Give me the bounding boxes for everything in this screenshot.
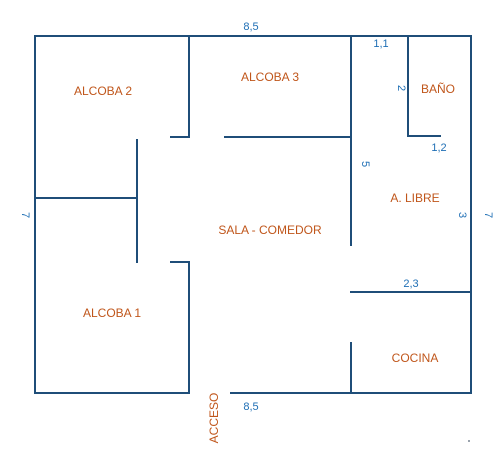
dimension-partition-height: 5 bbox=[359, 161, 371, 167]
dimension-cocina-width: 2,3 bbox=[403, 278, 418, 290]
corner-dot bbox=[468, 440, 470, 442]
label-area-libre: A. LIBRE bbox=[390, 191, 439, 205]
label-alcoba-2: ALCOBA 2 bbox=[74, 84, 132, 98]
label-cocina: COCINA bbox=[392, 351, 439, 365]
walls bbox=[34, 35, 472, 394]
entrance-label: ACCESO bbox=[207, 393, 221, 444]
dimension-bano-width: 1,1 bbox=[373, 38, 388, 50]
room-labels: ALCOBA 2 ALCOBA 3 BAÑO A. LIBRE SALA - C… bbox=[74, 70, 455, 365]
dimension-labels: 8,5 8,5 7 7 1,1 2 1,2 5 3 2,3 bbox=[19, 21, 494, 413]
dimension-bottom-width: 8,5 bbox=[243, 401, 258, 413]
label-sala-comedor: SALA - COMEDOR bbox=[218, 223, 322, 237]
dimension-libre-height: 3 bbox=[456, 212, 468, 218]
dimension-right-height: 7 bbox=[482, 212, 494, 218]
label-alcoba-1: ALCOBA 1 bbox=[83, 306, 141, 320]
label-bano: BAÑO bbox=[421, 82, 455, 96]
dimension-bano-lower-width: 1,2 bbox=[431, 142, 446, 154]
label-alcoba-3: ALCOBA 3 bbox=[241, 70, 299, 84]
dimension-bano-height: 2 bbox=[395, 85, 407, 91]
dimension-top-width: 8,5 bbox=[243, 21, 258, 33]
dimension-left-height: 7 bbox=[19, 212, 31, 218]
